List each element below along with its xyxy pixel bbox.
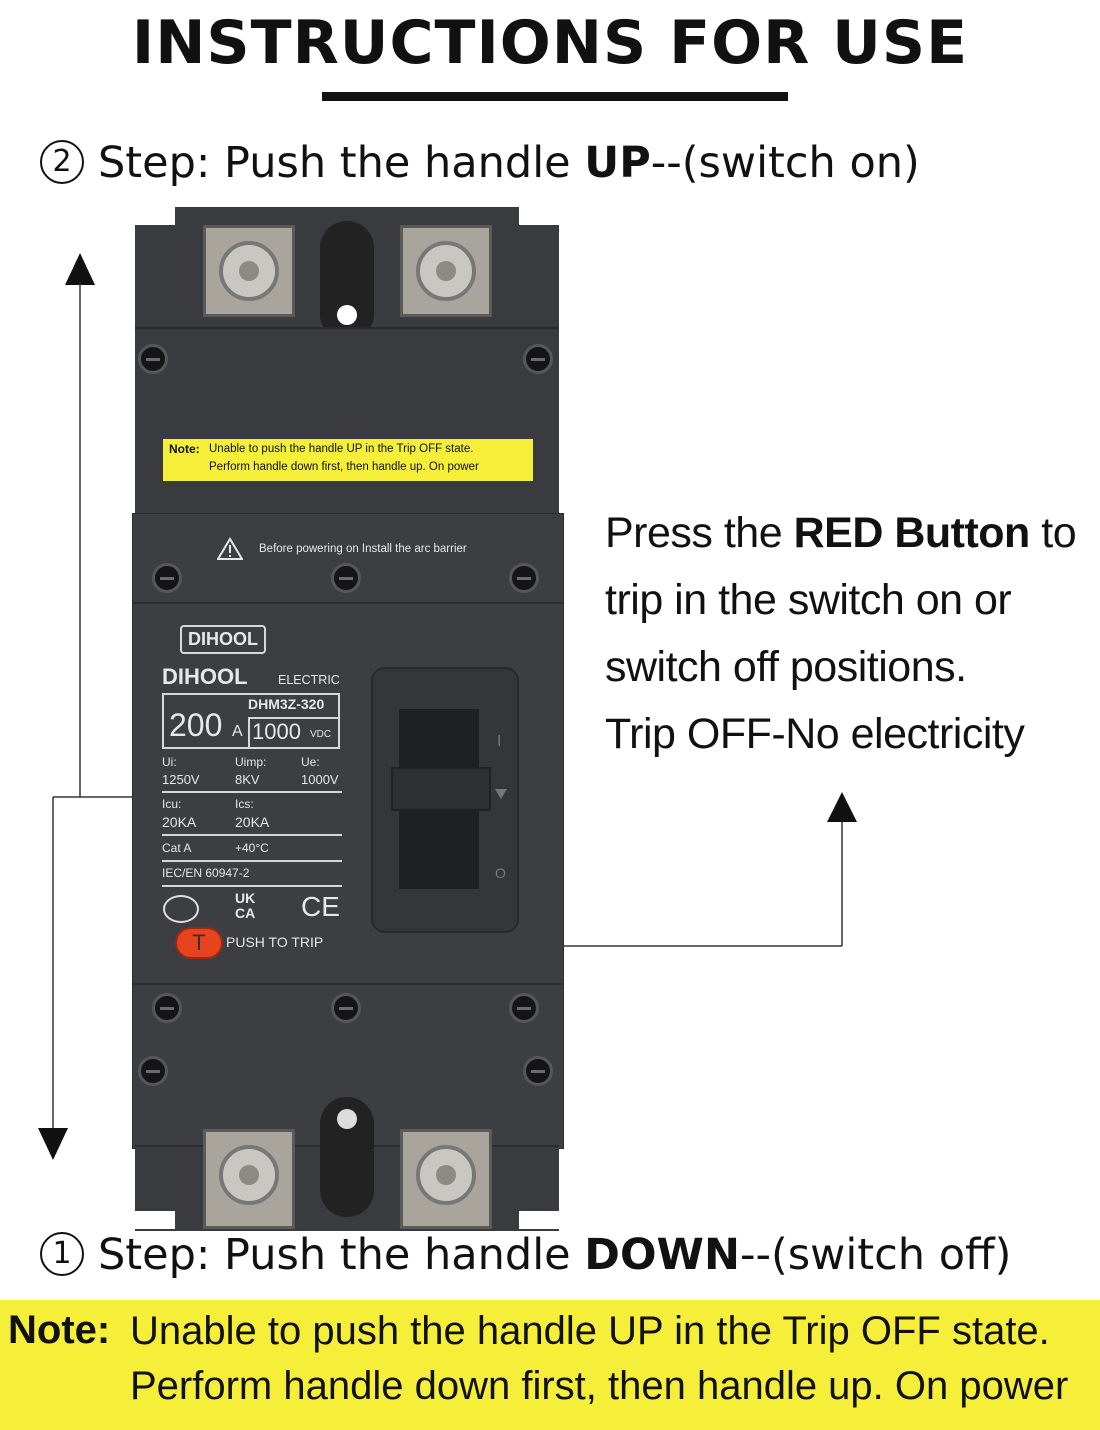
callout-line-4: Trip OFF-No electricity (605, 710, 1025, 758)
ics-value: 20KA (235, 814, 270, 830)
notch (519, 207, 559, 225)
uimp-label: Uimp: (235, 755, 267, 769)
screw-icon (138, 1056, 168, 1086)
rating-box: DHM3Z-320 200 A 1000 VDC (162, 693, 340, 749)
screw-icon (523, 344, 553, 374)
warning-icon (216, 537, 244, 565)
page-title: INSTRUCTIONS FOR USE (131, 8, 969, 78)
ukca-mark-uk: UK (235, 890, 256, 906)
title-underline (322, 92, 788, 101)
top-slot (320, 221, 374, 341)
bottom-left-terminal (203, 1129, 295, 1229)
bottom-right-terminal (400, 1129, 492, 1229)
step-2-prefix: Step: Push the handle (98, 138, 585, 188)
voltage-rating: 1000 (252, 719, 301, 744)
temperature: +40°C (235, 841, 269, 855)
step-2-number: 2 (40, 140, 84, 184)
screw-icon (509, 563, 539, 593)
ue-value: 1000V (301, 772, 339, 787)
screw-icon (523, 1056, 553, 1086)
off-position-mark: O (495, 865, 506, 881)
sticker-line-2: Perform handle down first, then handle u… (209, 461, 479, 473)
screw-icon (331, 563, 361, 593)
ukca-mark-ca: CA (235, 905, 256, 921)
ccc-mark-icon (163, 895, 199, 923)
note-banner (0, 1300, 1100, 1430)
notch (519, 1211, 559, 1229)
brand-logo: DIHOOL (162, 664, 248, 689)
uimp-value: 8KV (235, 772, 260, 787)
screw-icon (152, 993, 182, 1023)
screw-icon (152, 563, 182, 593)
icu-value: 20KA (162, 814, 197, 830)
callout-pre: Press the (605, 509, 794, 557)
step-2-bold: UP (584, 138, 651, 188)
bottom-slot (320, 1097, 374, 1217)
step-1-instruction: 1 Step: Push the handle DOWN--(switch off… (40, 1230, 1011, 1280)
handle-window: I O (371, 667, 519, 933)
callout-bold: RED Button (793, 509, 1031, 557)
red-trip-button[interactable]: T (175, 927, 223, 959)
top-right-terminal (400, 225, 492, 317)
screw-icon (509, 993, 539, 1023)
down-arrow-head (38, 1128, 68, 1160)
model-number: DHM3Z-320 (248, 696, 325, 712)
callout-line-3: switch off positions. (605, 643, 967, 691)
circuit-breaker: Note: Unable to push the handle UP in th… (132, 207, 564, 1231)
ue-label: Ue: (301, 755, 320, 769)
breaker-handle[interactable] (391, 767, 491, 811)
step-2-suffix: --(switch on) (650, 138, 920, 188)
step-1-suffix: --(switch off) (739, 1230, 1012, 1280)
brand-plate: DIHOOL (180, 625, 266, 654)
step-1-prefix: Step: Push the handle (98, 1230, 585, 1280)
trip-button-letter: T (192, 930, 206, 955)
step-1-bold: DOWN (584, 1230, 740, 1280)
ics-label: Ics: (235, 797, 254, 811)
on-position-mark: I (497, 733, 502, 750)
callout-post: to (1029, 509, 1077, 557)
notch (135, 1211, 175, 1229)
category: Cat A (162, 841, 192, 855)
brand-plate-text: DIHOOL (188, 629, 258, 649)
label-sticker: Note: Unable to push the handle UP in th… (163, 439, 533, 481)
up-arrow-head (65, 253, 95, 285)
ui-label: Ui: (162, 755, 177, 769)
top-left-terminal (203, 225, 295, 317)
ce-mark: CE (301, 891, 340, 922)
current-rating: 200 (169, 707, 223, 743)
cover-seam (132, 602, 562, 604)
warning-text: Before powering on Install the arc barri… (259, 543, 467, 555)
trip-arrow-head (827, 792, 857, 822)
upper-body (135, 327, 559, 519)
voltage-unit: VDC (310, 729, 332, 740)
screw-icon (138, 344, 168, 374)
notch (135, 207, 175, 225)
sticker-note-label: Note: (169, 442, 200, 456)
red-button-callout: Press the RED Button to trip in the swit… (605, 500, 1095, 768)
ui-value: 1250V (162, 772, 200, 787)
sticker-line-1: Unable to push the handle UP in the Trip… (209, 443, 474, 455)
callout-line-2: trip in the switch on or (605, 576, 1012, 624)
standard: IEC/EN 60947-2 (162, 866, 250, 880)
step-1-number: 1 (40, 1232, 84, 1276)
cover-seam (132, 983, 562, 985)
position-indicator-icon (495, 789, 507, 799)
brand-suffix: ELECTRIC (278, 673, 340, 687)
note-label: Note: (8, 1308, 111, 1352)
icu-label: Icu: (162, 797, 182, 811)
note-line-2: Perform handle down first, then handle u… (130, 1364, 1069, 1408)
push-to-trip-label: PUSH TO TRIP (226, 934, 324, 950)
step-2-instruction: 2 Step: Push the handle UP--(switch on) (40, 138, 920, 188)
current-unit: A (232, 723, 243, 740)
note-line-1: Unable to push the handle UP in the Trip… (130, 1309, 1050, 1353)
screw-icon (331, 993, 361, 1023)
